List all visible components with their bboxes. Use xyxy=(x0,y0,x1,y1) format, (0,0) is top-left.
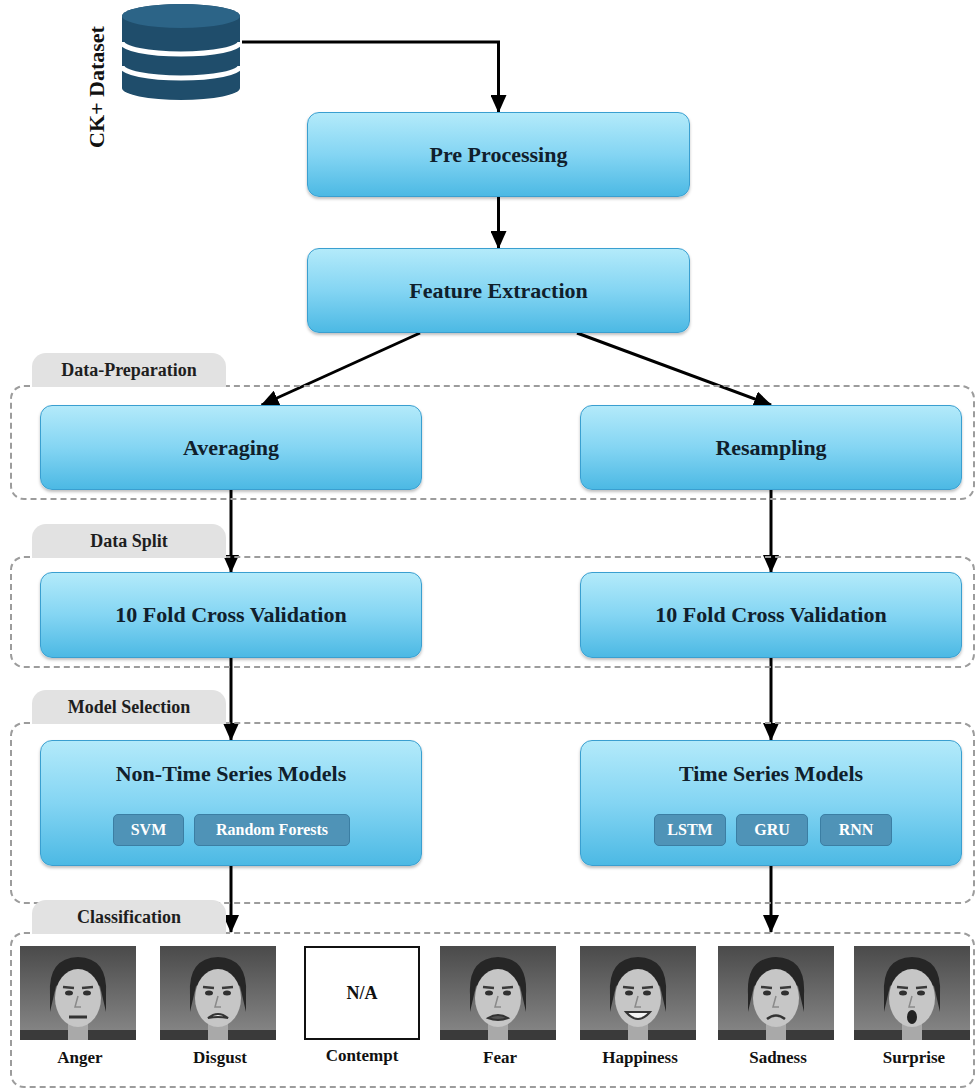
emotion-photo: Sadness xyxy=(720,946,836,1040)
photo-surprise xyxy=(854,946,970,1040)
model-name: GRU xyxy=(754,821,790,839)
stage-tab: Classification xyxy=(32,900,226,934)
flow-arrow xyxy=(497,197,500,248)
database-icon xyxy=(120,2,242,102)
process-box: 10 Fold Cross Validation xyxy=(40,572,422,658)
photo-disgust xyxy=(160,946,276,1040)
group-title: Non-Time Series Models xyxy=(116,761,347,787)
database-cylinder: CK+ Dataset xyxy=(120,2,242,102)
emotion-caption: Happiness xyxy=(602,1048,678,1068)
model-name: SVM xyxy=(131,821,167,839)
process-box: Resampling xyxy=(580,405,962,490)
photo-fear xyxy=(440,946,556,1040)
model-chip: SVM xyxy=(113,814,184,846)
emotion-photo: Fear xyxy=(442,946,558,1040)
flow-arrow xyxy=(230,490,233,572)
model-group-box: LSTM GRU RNN Time Series Models xyxy=(580,740,962,866)
model-chip: GRU xyxy=(736,814,808,846)
emotion-caption: Sadness xyxy=(749,1048,807,1068)
model-name: Random Forests xyxy=(216,821,328,839)
stage-tab: Data-Preparation xyxy=(32,353,226,387)
flow-arrow xyxy=(770,866,773,932)
box-label: Resampling xyxy=(715,435,826,461)
flow-arrow xyxy=(262,333,420,405)
stage-tab: Data Split xyxy=(32,524,226,558)
emotion-photo: Anger xyxy=(22,946,138,1040)
emotion-caption: Fear xyxy=(483,1048,517,1068)
emotion-caption: Contempt xyxy=(326,1046,399,1066)
emotion-photo: Disgust xyxy=(162,946,278,1040)
emotion-caption: Anger xyxy=(57,1048,102,1068)
stage-band: SVMRandom ForestsNon-Time Series ModelsL… xyxy=(10,722,975,904)
model-chip: LSTM xyxy=(654,814,726,846)
flow-arrow xyxy=(242,42,499,112)
flow-arrow xyxy=(770,490,773,572)
flow-arrow xyxy=(230,866,233,932)
box-label: Pre Processing xyxy=(430,142,568,168)
box-label: Feature Extraction xyxy=(409,278,588,304)
stage-tab: Model Selection xyxy=(32,690,226,724)
box-label: Averaging xyxy=(183,435,279,461)
emotion-caption: Surprise xyxy=(883,1048,945,1068)
flow-arrow xyxy=(577,333,771,405)
flow-arrow xyxy=(770,658,773,740)
process-box: Pre Processing xyxy=(307,112,690,197)
stage-band: AngerDisgustN/AContemptFearHappinessSadn… xyxy=(10,932,975,1088)
process-box: Averaging xyxy=(40,405,422,490)
dataset-label: CK+ Dataset xyxy=(84,26,110,148)
emotion-caption: Disgust xyxy=(193,1048,247,1068)
model-chip: RNN xyxy=(820,814,892,846)
stage-band: 10 Fold Cross Validation 10 Fold Cross Va… xyxy=(10,556,975,668)
box-label: 10 Fold Cross Validation xyxy=(655,602,886,628)
group-title: Time Series Models xyxy=(679,761,863,787)
photo-sadness xyxy=(718,946,834,1040)
flow-arrow xyxy=(230,658,233,740)
process-box: 10 Fold Cross Validation xyxy=(580,572,962,658)
emotion-photo: Happiness xyxy=(582,946,698,1040)
emotion-photo: Surprise xyxy=(856,946,972,1040)
model-group-box: SVM Random Forests Non-Time Series Models xyxy=(40,740,422,866)
stage-band: AveragingResamplingData-Preparation xyxy=(10,385,975,500)
model-name: LSTM xyxy=(667,821,712,839)
model-chip: Random Forests xyxy=(194,814,350,846)
box-label: 10 Fold Cross Validation xyxy=(115,602,346,628)
photo-anger xyxy=(20,946,136,1040)
process-box: Feature Extraction xyxy=(307,248,690,333)
placeholder-label: N/A xyxy=(347,983,378,1004)
empty-photo-box: N/AContempt xyxy=(304,946,420,1040)
photo-happiness xyxy=(580,946,696,1040)
model-name: RNN xyxy=(839,821,874,839)
